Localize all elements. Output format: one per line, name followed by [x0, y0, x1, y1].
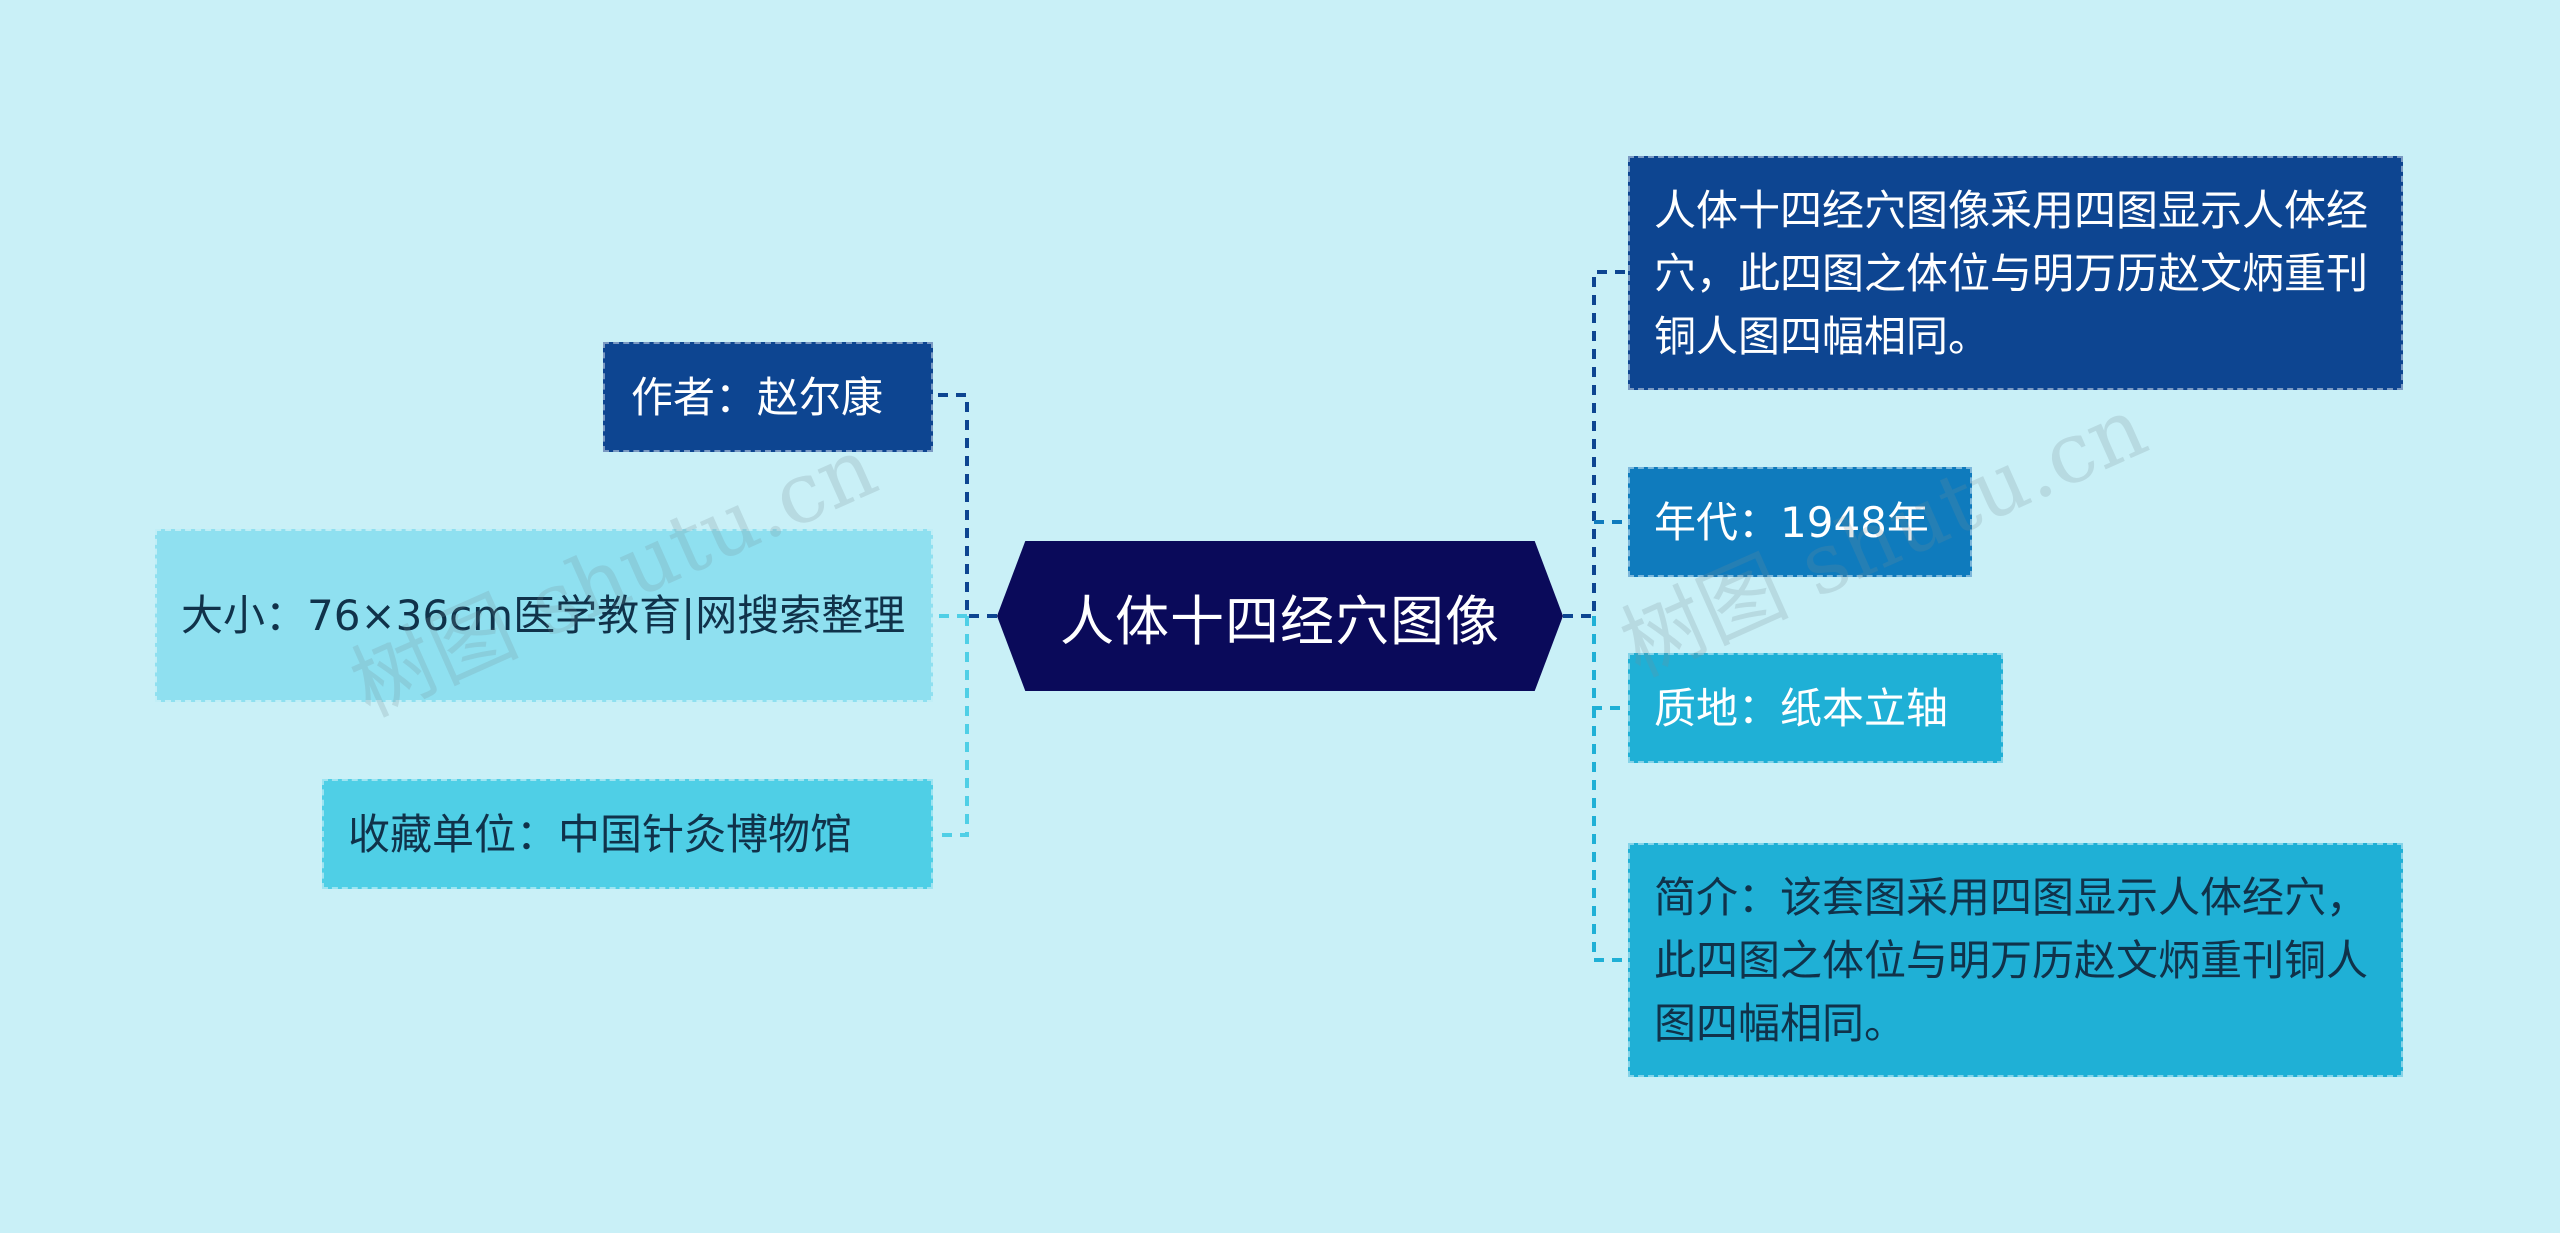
node-size-label: 大小：76×36cm医学教育|网搜索整理 [181, 591, 906, 640]
node-description[interactable]: 人体十四经穴图像采用四图显示人体经穴，此四图之体位与明万历赵文炳重刊铜人图四幅相… [1628, 156, 2403, 390]
node-material-label: 质地：纸本立轴 [1654, 683, 1949, 733]
node-era[interactable]: 年代：1948年 [1628, 467, 1972, 577]
node-description-label: 人体十四经穴图像采用四图显示人体经穴，此四图之体位与明万历赵文炳重刊铜人图四幅相… [1654, 185, 2369, 361]
node-era-label: 年代：1948年 [1654, 497, 1929, 547]
node-material[interactable]: 质地：纸本立轴 [1628, 653, 2003, 763]
node-author-label: 作者：赵尔康 [631, 372, 884, 422]
connector-collection [937, 616, 969, 837]
connector-description [1563, 270, 1628, 618]
connector-material [1592, 616, 1628, 710]
root-node[interactable]: 人体十四经穴图像 [997, 541, 1563, 691]
connector-author [937, 393, 997, 618]
connector-intro [1592, 708, 1628, 962]
node-size[interactable]: 大小：76×36cm医学教育|网搜索整理 [155, 529, 933, 702]
node-intro[interactable]: 简介：该套图采用四图显示人体经穴，此四图之体位与明万历赵文炳重刊铜人图四幅相同。 [1628, 843, 2403, 1077]
node-collection[interactable]: 收藏单位：中国针灸博物馆 [322, 779, 933, 889]
node-intro-label: 简介：该套图采用四图显示人体经穴，此四图之体位与明万历赵文炳重刊铜人图四幅相同。 [1654, 872, 2369, 1048]
node-collection-label: 收藏单位：中国针灸博物馆 [348, 809, 853, 859]
node-author[interactable]: 作者：赵尔康 [603, 342, 933, 452]
root-node-label: 人体十四经穴图像 [1060, 589, 1500, 653]
